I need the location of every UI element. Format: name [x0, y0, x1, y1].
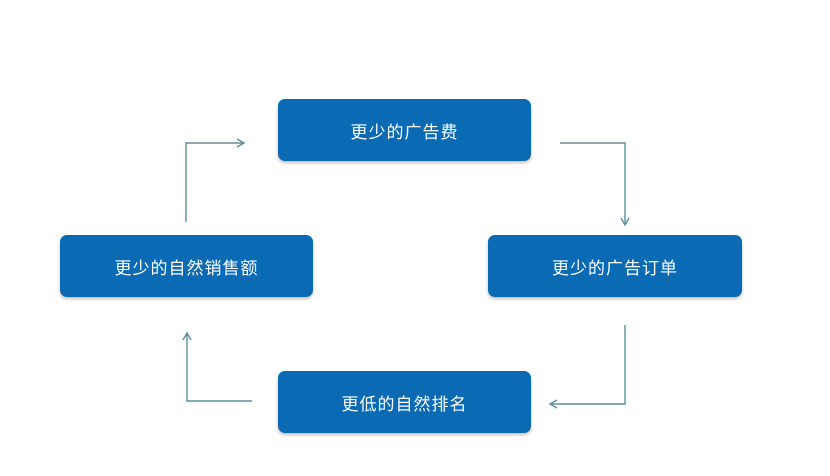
node-label: 更少的广告订单: [552, 258, 678, 279]
node-label: 更少的自然销售额: [114, 258, 259, 279]
arrow-left-to-top: [185, 138, 246, 222]
node-label: 更低的自然排名: [341, 394, 468, 415]
node-less-ad-spend: 更少的广告费: [278, 99, 531, 161]
arrow-bottom-to-left: [182, 331, 252, 402]
node-less-organic-sales: 更少的自然销售额: [60, 235, 313, 297]
arrow-top-to-right: [560, 142, 630, 227]
node-fewer-ad-orders: 更少的广告订单: [488, 235, 742, 297]
arrow-right-to-bottom: [548, 325, 626, 409]
node-lower-organic-rank: 更低的自然排名: [278, 371, 531, 433]
node-label: 更少的广告费: [350, 122, 459, 143]
